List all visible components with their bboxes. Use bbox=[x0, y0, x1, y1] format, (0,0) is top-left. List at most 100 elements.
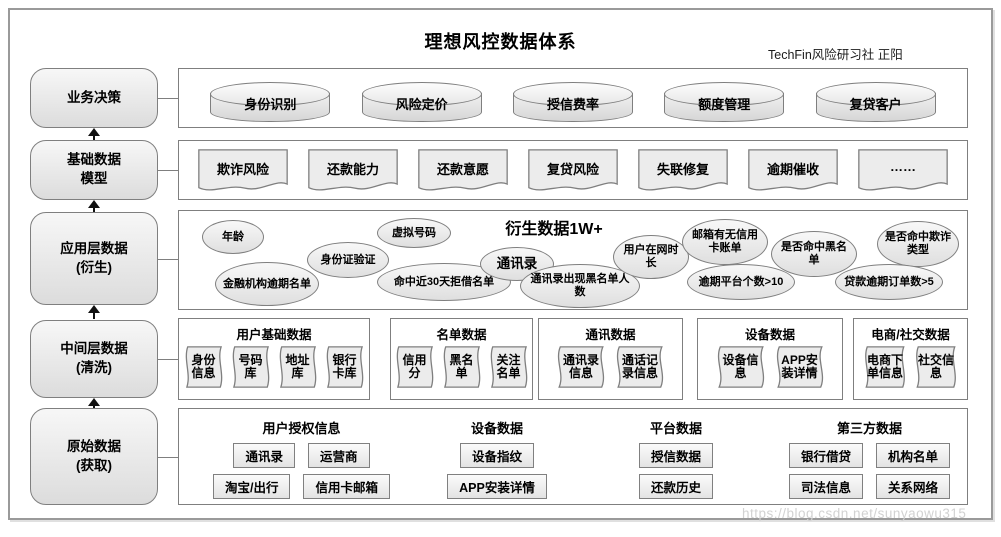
stored-data-label: 地址库 bbox=[285, 352, 310, 380]
stored-data-label: APP安装详情 bbox=[781, 352, 818, 380]
layer-label: 中间层数据 bbox=[60, 341, 128, 357]
group-list-data: 名单数据 信用分 黑名单 关注名单 bbox=[390, 318, 533, 400]
database-shape-credit-rate: 授信费率 bbox=[512, 82, 633, 122]
doc-label: 还款能力 bbox=[326, 162, 379, 177]
doc-label: 还款意愿 bbox=[436, 162, 489, 177]
doc-label: 复贷风险 bbox=[546, 162, 599, 177]
bubble-email-credit-bill: 邮箱有无信用卡账单 bbox=[682, 219, 768, 265]
stored-data-shape: 社交信息 bbox=[912, 346, 960, 388]
group-title: 名单数据 bbox=[436, 328, 487, 342]
cylinder-label: 额度管理 bbox=[698, 97, 751, 112]
bubble-id-verify: 身份证验证 bbox=[307, 242, 389, 278]
raw-item: 银行借贷 bbox=[788, 443, 863, 468]
stored-data-label: 身份信息 bbox=[191, 352, 216, 380]
raw-group-title: 用户授权信息 bbox=[262, 421, 341, 436]
stored-data-label: 通讯录信息 bbox=[562, 352, 599, 380]
layer-box-business-decision: 业务决策 bbox=[30, 68, 178, 128]
raw-group-title: 平台数据 bbox=[649, 421, 702, 436]
layer-label: 基础数据 bbox=[67, 152, 121, 168]
raw-item: 司法信息 bbox=[788, 474, 863, 499]
cylinder-label: 复贷客户 bbox=[849, 97, 902, 112]
raw-item: 信用卡邮箱 bbox=[303, 474, 390, 499]
bubble-hit-blacklist: 是否命中黑名单 bbox=[771, 231, 857, 277]
stored-data-shape: 设备信息 bbox=[713, 346, 769, 388]
bubble-hit-fraud-type: 是否命中欺诈类型 bbox=[877, 221, 959, 267]
derived-row: 衍生数据1W+ 年龄 虚拟号码 身份证验证 金融机构逾期名单 命中近30天拒借名… bbox=[178, 210, 968, 310]
doc-label: 逾期催收 bbox=[766, 162, 819, 177]
document-shape-willingness: 还款意愿 bbox=[417, 149, 509, 194]
bubble-online-duration: 用户在网时长 bbox=[613, 235, 689, 279]
cylinder-label: 身份识别 bbox=[244, 97, 297, 112]
raw-group-title: 设备数据 bbox=[470, 421, 523, 436]
layer-label: 应用层数据 bbox=[60, 240, 128, 256]
bubble-contacts-blacklist-count: 通讯录出现黑名单人数 bbox=[520, 264, 640, 308]
derived-row-title: 衍生数据1W+ bbox=[505, 221, 603, 238]
stored-data-shape: 信用分 bbox=[393, 346, 437, 388]
cylinder-label: 风险定价 bbox=[395, 97, 448, 112]
credit-text: TechFin风险研习社 正阳 bbox=[768, 48, 903, 62]
layer-label: 业务决策 bbox=[67, 89, 121, 105]
database-shape-limit: 额度管理 bbox=[664, 82, 785, 122]
layer-label-line2: (衍生) bbox=[76, 259, 112, 275]
group-title: 用户基础数据 bbox=[236, 328, 312, 342]
raw-group-platform: 平台数据 授信数据 还款历史 bbox=[621, 409, 731, 504]
group-title: 电商/社交数据 bbox=[871, 328, 950, 342]
layer-label-line2: (清洗) bbox=[76, 360, 112, 375]
layer-label-line2: (获取) bbox=[76, 457, 112, 473]
group-ecommerce-social-data: 电商/社交数据 电商下单信息 社交信息 bbox=[853, 318, 968, 400]
stored-data-label: 号码库 bbox=[238, 352, 263, 380]
document-shape-collection: 逾期催收 bbox=[747, 149, 839, 194]
layer-label: 原始数据 bbox=[67, 438, 121, 454]
up-arrow-icon bbox=[87, 398, 101, 408]
raw-item: APP安装详情 bbox=[447, 474, 547, 499]
diagram-outer-frame bbox=[8, 8, 993, 520]
layer-box-base-model: 基础数据 模型 bbox=[30, 140, 178, 200]
model-row: 欺诈风险 还款能力 还款意愿 复贷风险 失联修复 逾期催收 …… bbox=[178, 140, 968, 200]
document-shape-ability: 还款能力 bbox=[307, 149, 399, 194]
doc-label: …… bbox=[890, 159, 916, 174]
layer-box-middle-data: 中间层数据 (清洗) bbox=[30, 320, 178, 398]
stored-data-label: 黑名单 bbox=[449, 352, 474, 380]
stored-data-label: 通话记录信息 bbox=[621, 352, 658, 380]
stored-data-label: 社交信息 bbox=[918, 352, 955, 380]
stored-data-shape: 黑名单 bbox=[440, 346, 484, 388]
stored-data-shape: 电商下单信息 bbox=[861, 346, 909, 388]
doc-label: 欺诈风险 bbox=[216, 162, 269, 177]
stored-data-label: 信用分 bbox=[402, 352, 427, 380]
database-shape-identity: 身份识别 bbox=[210, 82, 331, 122]
raw-item: 还款历史 bbox=[638, 474, 713, 499]
layer-box-application-data: 应用层数据 (衍生) bbox=[30, 212, 178, 305]
bubble-virtual-number: 虚拟号码 bbox=[377, 218, 451, 248]
stored-data-label: 关注名单 bbox=[496, 352, 521, 380]
raw-item: 设备指纹 bbox=[459, 443, 534, 468]
database-shape-pricing: 风险定价 bbox=[361, 82, 482, 122]
stored-data-label: 电商下单信息 bbox=[867, 352, 904, 380]
cylinder-label: 授信费率 bbox=[546, 97, 599, 112]
watermark-url: https://blog.csdn.net/sunyaowu315 bbox=[742, 506, 967, 521]
raw-group-device: 设备数据 设备指纹 APP安装详情 bbox=[437, 409, 557, 504]
stored-data-shape: 地址库 bbox=[276, 346, 320, 388]
bubble-overdue-orders: 贷款逾期订单数>5 bbox=[835, 264, 943, 300]
document-shape-fraud: 欺诈风险 bbox=[197, 149, 289, 194]
raw-item: 通讯录 bbox=[233, 443, 295, 468]
group-title: 设备数据 bbox=[744, 328, 795, 342]
layer-label-line2: 模型 bbox=[80, 171, 108, 186]
bubble-overdue-platforms: 逾期平台个数>10 bbox=[687, 264, 795, 300]
group-communication-data: 通讯数据 通讯录信息 通话记录信息 bbox=[538, 318, 683, 400]
document-shape-repeat-risk: 复贷风险 bbox=[527, 149, 619, 194]
stored-data-shape: 身份信息 bbox=[182, 346, 226, 388]
stored-data-shape: 银行卡库 bbox=[323, 346, 367, 388]
doc-label: 失联修复 bbox=[656, 162, 709, 177]
raw-item: 机构名单 bbox=[876, 443, 951, 468]
layer-box-raw-data: 原始数据 (获取) bbox=[30, 408, 178, 505]
stored-data-shape: 通话记录信息 bbox=[612, 346, 668, 388]
group-title: 通讯数据 bbox=[585, 328, 636, 342]
group-device-data: 设备数据 设备信息 APP安装详情 bbox=[697, 318, 843, 400]
raw-item: 淘宝/出行 bbox=[213, 474, 291, 499]
raw-item: 运营商 bbox=[308, 443, 370, 468]
database-shape-repeat-loan: 复贷客户 bbox=[815, 82, 936, 122]
bubble-fin-overdue-list: 金融机构逾期名单 bbox=[215, 262, 319, 306]
stored-data-shape: 关注名单 bbox=[487, 346, 531, 388]
stored-data-shape: 通讯录信息 bbox=[553, 346, 609, 388]
